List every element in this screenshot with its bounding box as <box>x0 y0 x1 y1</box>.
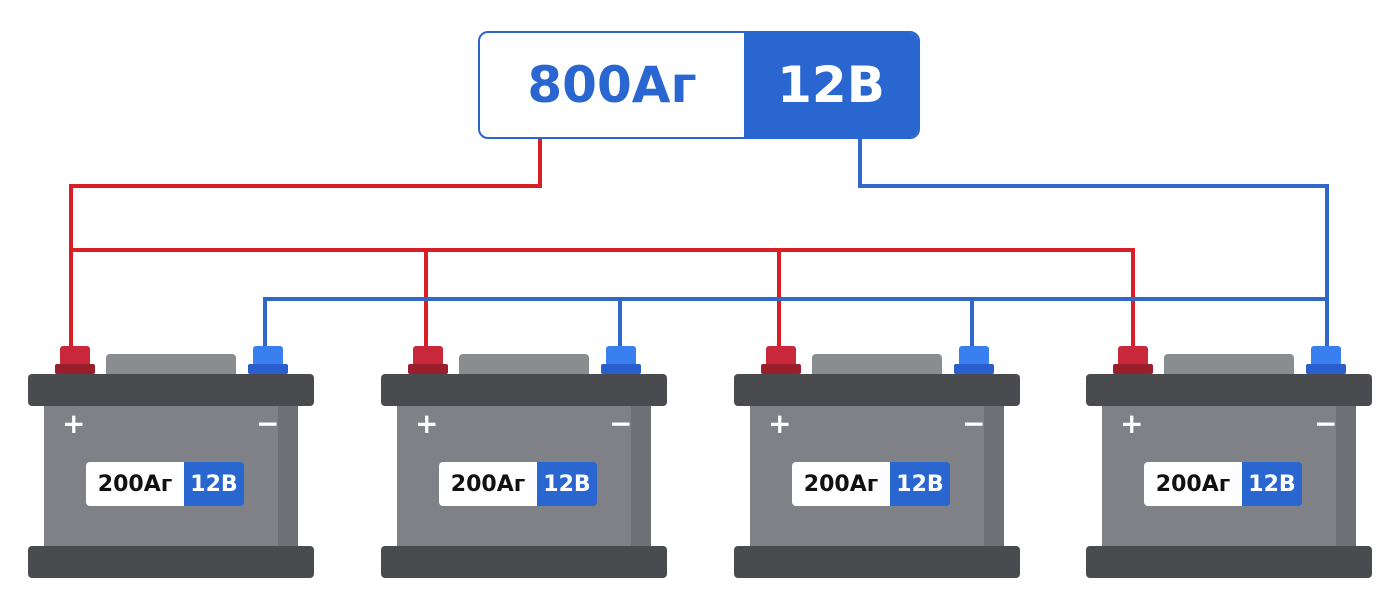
positive-terminal <box>408 346 448 376</box>
minus-sign: − <box>1314 407 1338 440</box>
negative-terminal <box>248 346 288 376</box>
battery-label: 200Аг 12В <box>1144 462 1302 506</box>
plus-sign: + <box>62 407 86 440</box>
battery-base <box>734 546 1020 578</box>
positive-terminal <box>761 346 801 376</box>
battery-voltage: 12В <box>890 462 950 506</box>
battery-4: + − 200Аг 12В <box>1086 346 1372 580</box>
battery-label: 200Аг 12В <box>439 462 597 506</box>
plus-sign: + <box>1120 407 1144 440</box>
negative-terminal <box>601 346 641 376</box>
battery-capacity: 200Аг <box>792 462 890 506</box>
negative-terminal <box>1306 346 1346 376</box>
battery-capacity: 200Аг <box>1144 462 1242 506</box>
battery-2: + − 200Аг 12В <box>381 346 667 580</box>
total-voltage: 12В <box>744 33 918 137</box>
battery-handle <box>812 354 942 376</box>
battery-label: 200Аг 12В <box>792 462 950 506</box>
positive-terminal <box>1113 346 1153 376</box>
battery-handle <box>1164 354 1294 376</box>
battery-lid <box>734 374 1020 406</box>
plus-sign: + <box>415 407 439 440</box>
battery-label: 200Аг 12В <box>86 462 244 506</box>
positive-main-wire <box>69 139 542 350</box>
battery-capacity: 200Аг <box>439 462 537 506</box>
negative-main-wire <box>858 139 1329 350</box>
minus-sign: − <box>609 407 633 440</box>
battery-lid <box>28 374 314 406</box>
negative-terminal <box>954 346 994 376</box>
battery-lid <box>381 374 667 406</box>
minus-sign: − <box>962 407 986 440</box>
battery-handle <box>459 354 589 376</box>
battery-voltage: 12В <box>1242 462 1302 506</box>
battery-base <box>28 546 314 578</box>
battery-base <box>381 546 667 578</box>
battery-handle <box>106 354 236 376</box>
battery-lid <box>1086 374 1372 406</box>
battery-voltage: 12В <box>184 462 244 506</box>
minus-sign: − <box>256 407 280 440</box>
total-capacity: 800Аг <box>527 56 697 114</box>
battery-capacity: 200Аг <box>86 462 184 506</box>
plus-sign: + <box>768 407 792 440</box>
positive-terminal <box>55 346 95 376</box>
battery-voltage: 12В <box>537 462 597 506</box>
battery-1: + − 200Аг 12В <box>28 346 314 580</box>
battery-base <box>1086 546 1372 578</box>
battery-3: + − 200Аг 12В <box>734 346 1020 580</box>
total-spec-box: 800Аг 12В <box>478 31 920 139</box>
